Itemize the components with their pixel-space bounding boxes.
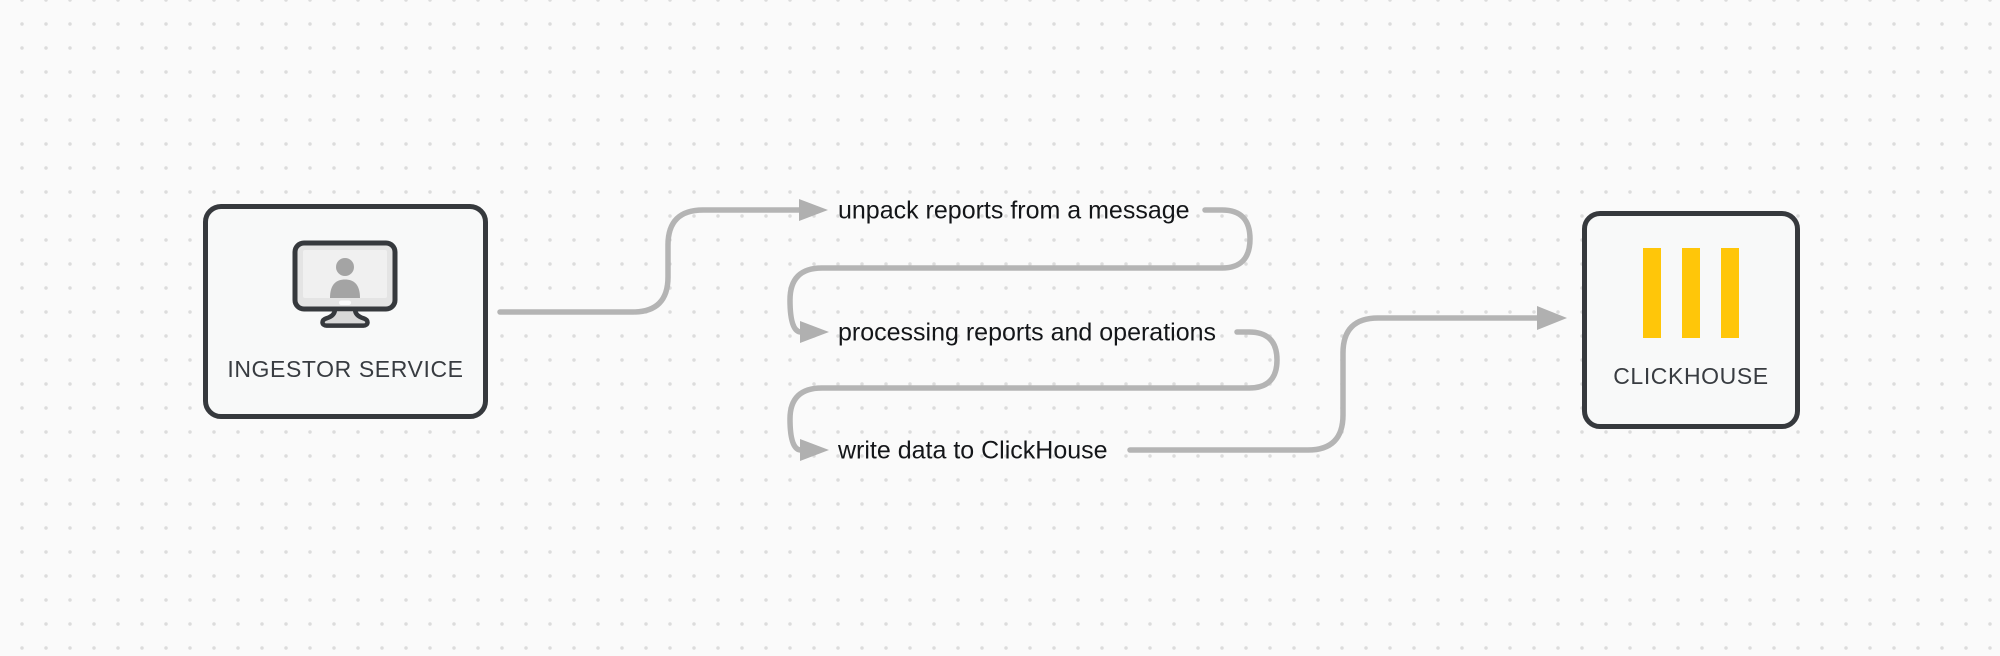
connector-step2-to-step3: [787, 329, 1280, 453]
node-clickhouse: CLICKHOUSE: [1582, 211, 1800, 429]
clickhouse-bar: [1721, 248, 1739, 338]
arrowhead-step3-icon: [800, 439, 829, 461]
monitor-user-icon: [292, 240, 398, 328]
node-label-ingestor: INGESTOR SERVICE: [227, 356, 464, 382]
node-label-clickhouse: CLICKHOUSE: [1613, 363, 1769, 389]
arrowhead-step2-icon: [800, 321, 829, 343]
connector-step1-to-step2: [787, 207, 1253, 335]
clickhouse-bars-icon: [1643, 248, 1739, 338]
clickhouse-bar: [1643, 248, 1661, 338]
connector-ingestor-to-step1: [497, 207, 802, 315]
arrowhead-step1-icon: [799, 199, 828, 221]
arrowhead-clickhouse-icon: [1537, 306, 1567, 330]
node-ingestor-service: INGESTOR SERVICE: [203, 204, 488, 419]
step-label-unpack: unpack reports from a message: [838, 196, 1190, 225]
step-label-write: write data to ClickHouse: [838, 436, 1108, 465]
step-label-processing: processing reports and operations: [838, 318, 1217, 347]
connector-step3-to-clickhouse: [1127, 315, 1541, 453]
clickhouse-bar: [1682, 248, 1700, 338]
